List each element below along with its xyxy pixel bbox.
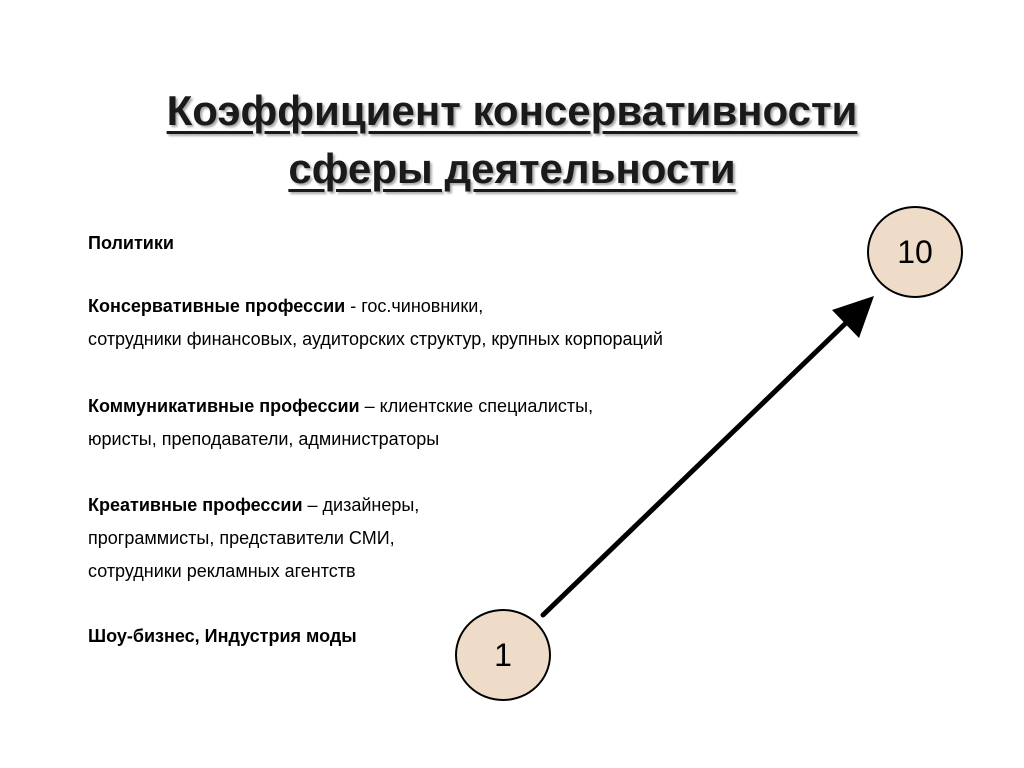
- politics-block: Политики: [88, 227, 174, 260]
- arrow-shaft: [540, 318, 851, 618]
- show-business-label: Шоу-бизнес, Индустрия моды: [88, 626, 357, 646]
- conservative-label: Консервативные профессии: [88, 296, 346, 316]
- scale-max-circle: 10: [867, 206, 963, 298]
- slide-title: Коэффициент консервативности сферы деяте…: [0, 82, 1024, 198]
- scale-min-circle: 1: [455, 609, 551, 701]
- communicative-block: Коммуникативные профессии – клиентские с…: [88, 390, 593, 456]
- communicative-label: Коммуникативные профессии: [88, 396, 360, 416]
- communicative-desc-2: юристы, преподаватели, администраторы: [88, 429, 440, 449]
- scale-max-value: 10: [897, 233, 933, 270]
- creative-label: Креативные профессии: [88, 495, 303, 515]
- communicative-desc-1: – клиентские специалисты,: [359, 396, 594, 416]
- politics-label: Политики: [88, 233, 174, 253]
- creative-desc-2: программисты, представители СМИ,: [88, 528, 395, 548]
- title-line-2: сферы деятельности: [288, 145, 736, 192]
- conservative-block: Консервативные профессии - гос.чиновники…: [88, 290, 663, 356]
- conservative-desc-1: - гос.чиновники,: [345, 296, 484, 316]
- show-business-block: Шоу-бизнес, Индустрия моды: [88, 620, 357, 653]
- creative-block: Креативные профессии – дизайнеры, програ…: [88, 489, 419, 588]
- creative-desc-1: – дизайнеры,: [302, 495, 420, 515]
- conservative-desc-2: сотрудники финансовых, аудиторских струк…: [88, 329, 663, 349]
- creative-desc-3: сотрудники рекламных агентств: [88, 561, 356, 581]
- arrow-head-icon: [832, 296, 874, 338]
- scale-min-value: 1: [494, 636, 512, 673]
- title-line-1: Коэффициент консервативности: [166, 87, 858, 134]
